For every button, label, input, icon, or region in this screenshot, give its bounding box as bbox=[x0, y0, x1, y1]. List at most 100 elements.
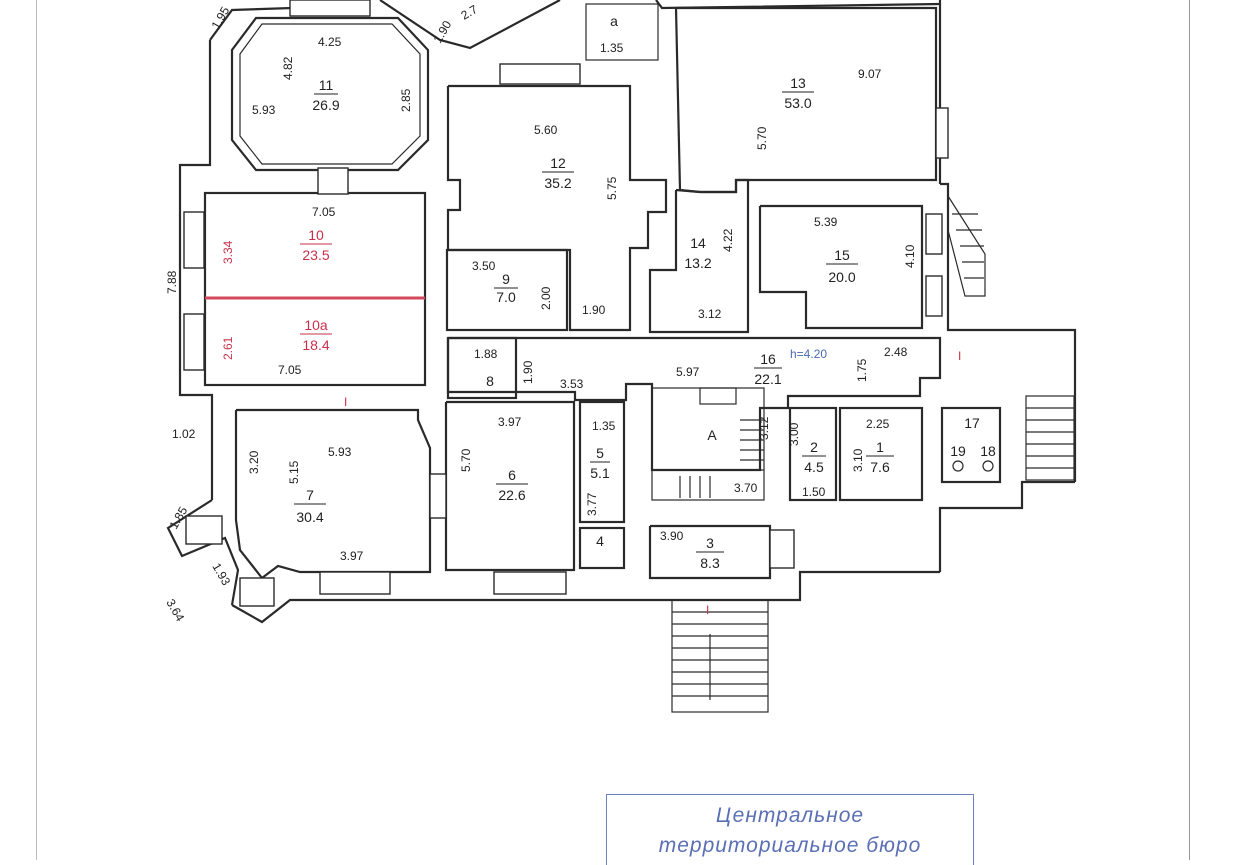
dim-label: 5.93 bbox=[328, 445, 352, 459]
room-5-number: 5 bbox=[596, 445, 604, 461]
windows bbox=[183, 0, 949, 607]
dim-label: 7.05 bbox=[278, 363, 302, 377]
room-16-number: 16 bbox=[760, 351, 776, 367]
dim-label: 1.88 bbox=[474, 347, 498, 361]
room-19-label: 19 bbox=[950, 443, 966, 459]
room-11-wall bbox=[230, 16, 430, 172]
room-10-number: 10 bbox=[308, 227, 324, 243]
room-9-number: 9 bbox=[502, 271, 510, 287]
room-8-label: 8 bbox=[486, 373, 494, 389]
dim-label: 5.93 bbox=[252, 103, 276, 117]
dim-label: 4.22 bbox=[721, 228, 735, 252]
dim-label: 3.97 bbox=[498, 415, 522, 429]
room-5-area: 5.1 bbox=[590, 465, 610, 481]
dim-label: 2.7 bbox=[459, 2, 481, 23]
room-11-area: 26.9 bbox=[312, 97, 339, 113]
dim-label: 5.15 bbox=[287, 460, 301, 484]
dim-label: 1.50 bbox=[802, 485, 826, 499]
room-6-number: 6 bbox=[508, 467, 516, 483]
stamp-text: Центральное территориальное бюро bbox=[607, 801, 973, 861]
dim-label: 1.90 bbox=[521, 360, 535, 384]
dim-label: 3.70 bbox=[734, 481, 758, 495]
side-stairs bbox=[947, 195, 1075, 481]
room-1-area: 7.6 bbox=[870, 459, 890, 475]
room-10-area: 23.5 bbox=[302, 247, 329, 263]
room-10a-number: 10a bbox=[304, 317, 328, 333]
dim-label: 4.10 bbox=[903, 244, 917, 268]
dim-label: 7.88 bbox=[165, 270, 179, 294]
dim-label: 3.34 bbox=[221, 240, 235, 264]
room-11-number: 11 bbox=[319, 77, 334, 93]
room-labels: 11 26.9 12 35.2 13 53.0 14 13.2 15 20.0 … bbox=[294, 13, 996, 617]
sheet-border-left bbox=[36, 0, 37, 860]
room-2-area: 4.5 bbox=[804, 459, 824, 475]
dim-label: 2.61 bbox=[221, 336, 235, 360]
dim-label: 3.77 bbox=[585, 492, 599, 516]
room-15-area: 20.0 bbox=[828, 269, 855, 285]
dim-label: 5.97 bbox=[676, 365, 700, 379]
room-7-number: 7 bbox=[306, 487, 314, 503]
ceiling-height: h=4.20 bbox=[790, 347, 827, 361]
stamp-line-2: территориальное бюро bbox=[658, 834, 922, 857]
dim-label: 2.85 bbox=[399, 88, 413, 112]
dim-label: 3.50 bbox=[472, 259, 496, 273]
stair-a-label: A bbox=[707, 427, 717, 443]
building-walls bbox=[166, 0, 1077, 624]
dim-label: 5.70 bbox=[755, 126, 769, 150]
dim-label: 3.12 bbox=[757, 416, 771, 440]
dim-label: 3.00 bbox=[787, 422, 801, 446]
room-7-area: 30.4 bbox=[296, 509, 323, 525]
room-3-area: 8.3 bbox=[700, 555, 720, 571]
section-marker-2: I bbox=[706, 603, 709, 617]
dim-label: 5.75 bbox=[605, 176, 619, 200]
dim-label: 4.25 bbox=[318, 35, 342, 49]
dim-label: 5.70 bbox=[459, 448, 473, 472]
room-15-number: 15 bbox=[834, 247, 850, 263]
section-marker-3: I bbox=[344, 395, 347, 409]
dim-label: 3.97 bbox=[340, 549, 364, 563]
dim-label: 9.07 bbox=[858, 67, 882, 81]
room-12-number: 12 bbox=[550, 155, 566, 171]
room-13-number: 13 bbox=[790, 75, 806, 91]
room-12-area: 35.2 bbox=[544, 175, 571, 191]
dim-label: 3.10 bbox=[851, 448, 865, 472]
dim-label: 1.93 bbox=[209, 561, 233, 589]
room-17-label: 17 bbox=[964, 415, 980, 431]
room-14-number: 14 bbox=[690, 235, 706, 251]
dim-label: 2.25 bbox=[866, 417, 890, 431]
room-10a-area: 18.4 bbox=[302, 337, 329, 353]
dim-label: 1.35 bbox=[592, 419, 616, 433]
dim-label: 2.00 bbox=[539, 286, 553, 310]
dim-label: 1.02 bbox=[172, 427, 196, 441]
dim-label: 1.90 bbox=[430, 18, 454, 46]
dim-label: 5.60 bbox=[534, 123, 558, 137]
room-13-area: 53.0 bbox=[784, 95, 811, 111]
dim-label: 3.64 bbox=[163, 597, 187, 625]
room-1-number: 1 bbox=[876, 439, 884, 455]
room-3-number: 3 bbox=[706, 535, 714, 551]
sheet-border-right bbox=[1189, 0, 1190, 860]
entrance-stairs bbox=[671, 599, 769, 713]
dim-label: 1.95 bbox=[208, 4, 232, 32]
dim-label: 1.90 bbox=[582, 303, 606, 317]
dim-label: 2.48 bbox=[884, 345, 908, 359]
dim-label: 3.12 bbox=[698, 307, 722, 321]
room-4-label: 4 bbox=[596, 533, 604, 549]
dim-label: 7.05 bbox=[312, 205, 336, 219]
dim-label: 1.75 bbox=[855, 358, 869, 382]
room-2-number: 2 bbox=[810, 439, 818, 455]
room-9-area: 7.0 bbox=[496, 289, 516, 305]
dim-label: 1.35 bbox=[600, 41, 624, 55]
dim-label: 3.90 bbox=[660, 529, 684, 543]
dim-label: 5.39 bbox=[814, 215, 838, 229]
section-marker-1: I bbox=[958, 349, 961, 363]
room-6-area: 22.6 bbox=[498, 487, 525, 503]
dim-label: 3.20 bbox=[247, 450, 261, 474]
room-16-area: 22.1 bbox=[754, 371, 781, 387]
room-a-label: a bbox=[610, 13, 618, 29]
stamp-line-1: Центральное bbox=[715, 804, 865, 827]
bureau-stamp: Центральное территориальное бюро bbox=[606, 794, 974, 865]
dim-label: 4.82 bbox=[281, 56, 295, 80]
room-18-label: 18 bbox=[980, 443, 996, 459]
